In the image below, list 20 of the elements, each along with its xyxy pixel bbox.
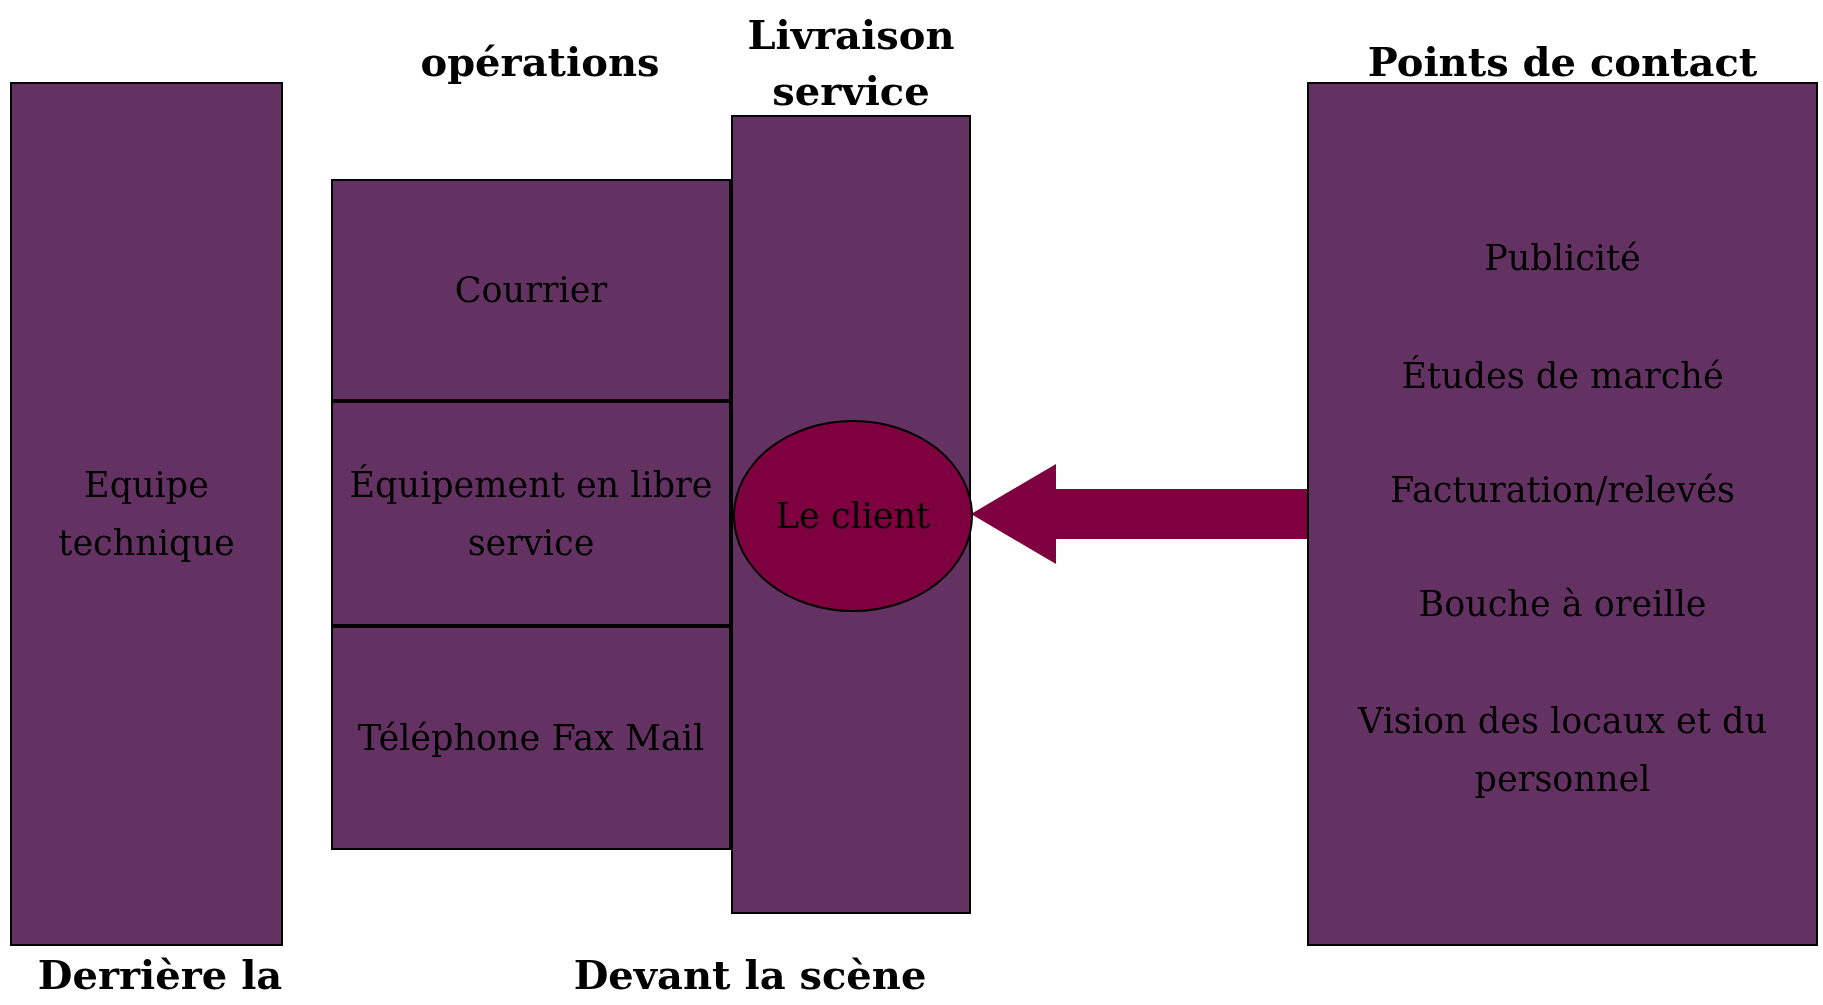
node-label: Bouche à oreille (1417, 583, 1708, 626)
channel-box (331, 401, 731, 626)
node-label: Le client (774, 495, 932, 538)
node-label: Téléphone Fax Mail (356, 717, 706, 760)
column-heading: opérations (420, 37, 660, 87)
node-label: Publicité (1483, 237, 1642, 280)
channel-box (331, 626, 731, 850)
column-heading: Points de contact (1366, 37, 1759, 87)
block-arrow (971, 464, 1307, 564)
panel (10, 82, 283, 946)
channel-box (331, 179, 731, 401)
node-label: Équipement en libre service (348, 463, 714, 565)
node-label: Vision des locaux et du personnel (1356, 700, 1768, 801)
section-heading: Derrière la (36, 950, 284, 1000)
section-heading: Devant la scène (572, 950, 928, 1000)
node-label: Courrier (453, 269, 609, 312)
column-heading: Livraison service (746, 10, 956, 116)
node-label: Equipe technique (57, 464, 236, 565)
node-label: Études de marché (1400, 354, 1725, 398)
node-label: Facturation/relevés (1388, 469, 1736, 512)
